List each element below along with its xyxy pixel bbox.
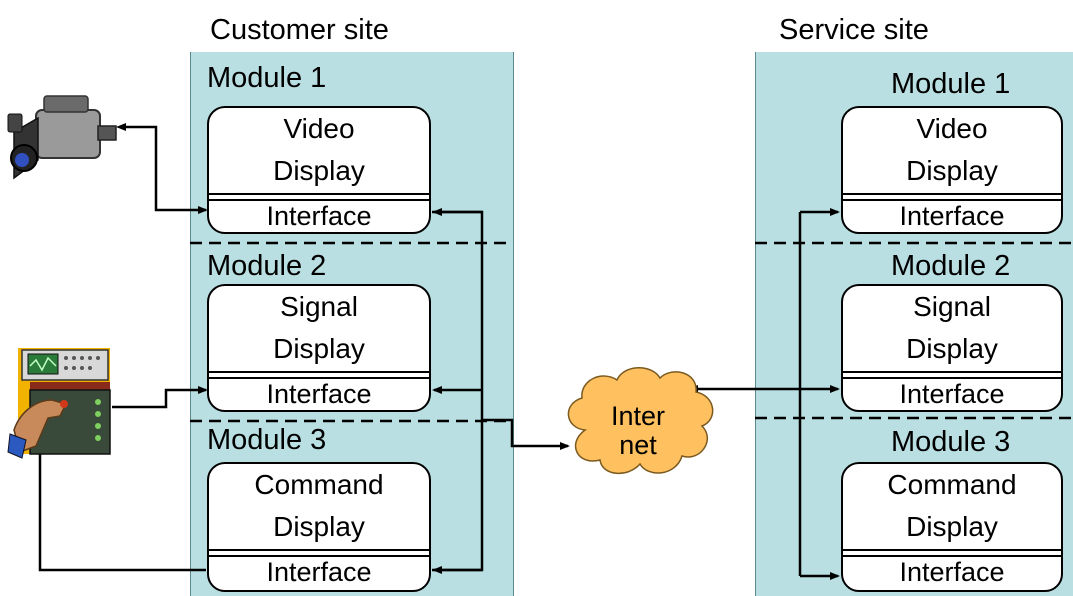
module-title: Command: [887, 469, 1017, 500]
module-subtitle: Display: [906, 333, 998, 364]
service-command-module-box: Command Display Interface: [841, 462, 1063, 592]
interface-divider: [843, 549, 1061, 557]
customer-module-1-label: Module 1: [207, 62, 327, 94]
service-video-module-box: Video Display Interface: [841, 106, 1063, 234]
customer-site-title: Customer site: [210, 14, 389, 46]
module-title: Signal: [913, 291, 991, 322]
instrument-command-line: [38, 448, 206, 572]
module-title: Command: [254, 469, 384, 500]
interface-divider: [209, 371, 429, 379]
customer-module-3-label: Module 3: [207, 424, 327, 456]
interface-divider: [209, 193, 429, 201]
interface-label: Interface: [266, 379, 372, 409]
module-separators: [190, 241, 1073, 423]
customer-signal-module-box: Signal Display Interface: [207, 284, 431, 412]
module-title: Video: [283, 113, 355, 144]
customer-to-internet-arrow: [482, 418, 570, 450]
service-module-2-label: Module 2: [891, 250, 1011, 282]
camera-link-arrow: [116, 123, 208, 214]
internet-label-line1: Inter: [610, 401, 666, 431]
interface-divider: [843, 371, 1061, 379]
internet-label-line2: net: [619, 430, 657, 460]
module-title: Video: [916, 113, 988, 144]
interface-label: Interface: [266, 557, 372, 587]
customer-module-2-label: Module 2: [207, 250, 327, 282]
interface-label: Interface: [899, 557, 1005, 587]
signal-instrument-icon: [7, 348, 111, 459]
customer-video-module-box: Video Display Interface: [207, 106, 431, 234]
instrument-link-arrow: [112, 386, 208, 409]
module-subtitle: Display: [906, 155, 998, 186]
service-module-1-label: Module 1: [891, 68, 1011, 100]
interface-label: Interface: [899, 379, 1005, 409]
module-subtitle: Display: [906, 511, 998, 542]
video-camera-icon: [7, 95, 117, 180]
interface-label: Interface: [266, 201, 372, 231]
service-signal-module-box: Signal Display Interface: [841, 284, 1063, 412]
service-module-3-label: Module 3: [891, 426, 1011, 458]
service-site-title: Service site: [779, 14, 929, 46]
module-title: Signal: [280, 291, 358, 322]
cloud-shape: [567, 367, 714, 474]
internet-label: Inter net: [592, 402, 684, 460]
interface-divider: [843, 193, 1061, 201]
interface-label: Interface: [899, 201, 1005, 231]
module-subtitle: Display: [273, 333, 365, 364]
internet-cloud: [567, 367, 714, 474]
module-subtitle: Display: [273, 511, 365, 542]
customer-command-module-box: Command Display Interface: [207, 462, 431, 592]
module-subtitle: Display: [273, 155, 365, 186]
interface-divider: [209, 549, 429, 557]
